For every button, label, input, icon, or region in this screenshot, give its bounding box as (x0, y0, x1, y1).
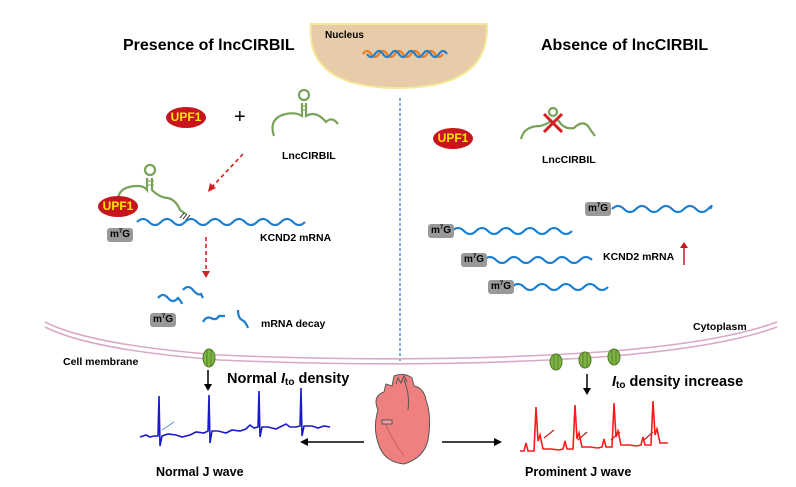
ion-channel-right-3 (607, 348, 621, 366)
cap-g: G (122, 229, 131, 240)
dashed-arrow-decay-head (202, 271, 210, 278)
ecg-normal (139, 387, 331, 447)
right-panel-title: Absence of lncCIRBIL (541, 37, 709, 54)
upf1-protein-complex: UPF1 (98, 196, 138, 217)
mrna-waves-right (451, 204, 713, 292)
cap-m: m (110, 229, 119, 240)
ito-density-increase-label: Ito density increase (612, 374, 743, 391)
lnccirbil-right (519, 106, 596, 140)
ion-channel-right-1 (549, 353, 563, 371)
base-pairing-ticks (179, 212, 191, 221)
mrna-wave-left (136, 217, 306, 227)
kcnd2-mrna-label-left: KCND2 mRNA (260, 232, 332, 244)
ecg-prominent (520, 400, 668, 452)
m7g-cap-left: m7G (107, 228, 134, 242)
j-wave-pointers-prominent (543, 429, 654, 441)
ito-symbol: Ito (612, 374, 626, 391)
m7g-cap-right-4: m7G (488, 280, 515, 294)
cap-sup: 7 (118, 229, 123, 235)
upf1-protein-left: UPF1 (166, 107, 206, 128)
lnccirbil-label-left: LncCIRBIL (282, 150, 336, 162)
m7g-cap-decay: m7G (150, 313, 177, 327)
cap-sup: 7 (439, 225, 444, 231)
arrow-heart-to-normal-head (300, 438, 308, 446)
nucleus-shape (309, 23, 489, 90)
lnccirbil-label-right: LncCIRBIL (542, 154, 596, 166)
cap-m: m (491, 281, 500, 292)
down-arrow-left-head (204, 384, 212, 391)
plus-sign: + (234, 106, 246, 128)
j-wave-pointer-normal (161, 421, 175, 431)
lnccirbil-bound (116, 163, 187, 215)
m7g-cap-right-3: m7G (461, 253, 488, 267)
cap-g: G (600, 203, 609, 214)
cap-sup: 7 (472, 254, 477, 260)
cytoplasm-label: Cytoplasm (693, 321, 747, 333)
kcnd2-mrna-label-right: KCND2 mRNA (603, 251, 675, 263)
m7g-cap-right-1: m7G (585, 202, 612, 216)
ito-suffix: density increase (625, 374, 744, 390)
cap-g: G (443, 225, 452, 236)
ito-prefix: Normal (227, 371, 281, 387)
cell-membrane-label: Cell membrane (63, 356, 139, 368)
prominent-j-wave-label: Prominent J wave (525, 465, 632, 479)
cap-m: m (464, 254, 473, 265)
nucleus-label: Nucleus (325, 30, 364, 41)
cap-sup: 7 (499, 281, 504, 287)
dna-strand-blue (366, 49, 448, 59)
ito-sub: to (285, 377, 295, 388)
cap-sup: 7 (161, 314, 166, 320)
mrna-fragments (157, 285, 250, 329)
mrna-decay-label: mRNA decay (261, 318, 326, 330)
left-panel-title: Presence of lncCIRBIL (123, 37, 295, 54)
cap-g: G (476, 254, 485, 265)
ito-i: I (612, 374, 617, 390)
lnccirbil-left (271, 88, 339, 137)
cell-membrane-inner (44, 326, 778, 365)
cell-membrane (44, 321, 778, 360)
ito-suffix: density (294, 371, 350, 387)
increase-arrow-head (680, 242, 688, 248)
arrow-heart-to-prominent-head (494, 438, 502, 446)
normal-ito-density-label: Normal Ito density (227, 371, 349, 388)
ito-i: I (281, 371, 286, 387)
cap-m: m (431, 225, 440, 236)
cap-g: G (503, 281, 512, 292)
cap-m: m (588, 203, 597, 214)
ion-channel-right-2 (578, 351, 592, 369)
ion-channel-left (202, 348, 216, 368)
heart-icon (374, 373, 431, 465)
dashed-arrow-binding (210, 153, 244, 189)
cap-m: m (153, 314, 162, 325)
ito-symbol: Ito (281, 371, 295, 388)
dashed-arrow-binding-head (208, 183, 216, 192)
down-arrow-right-head (583, 388, 591, 395)
m7g-cap-right-2: m7G (428, 224, 455, 238)
upf1-protein-right: UPF1 (433, 128, 473, 149)
cap-g: G (165, 314, 174, 325)
cap-sup: 7 (596, 203, 601, 209)
ito-sub: to (616, 380, 626, 391)
normal-j-wave-label: Normal J wave (156, 465, 244, 479)
cross-mark-icon (542, 112, 564, 134)
